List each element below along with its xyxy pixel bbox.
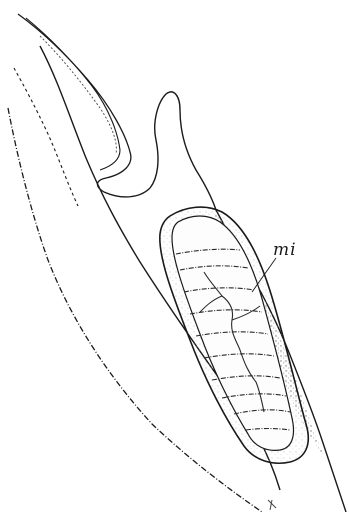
hooked-process: [150, 92, 216, 210]
stalk-inner: [26, 18, 120, 170]
label-mi: mi: [273, 240, 297, 260]
upper-dashed-line: [14, 68, 78, 206]
bottom-marks: [268, 500, 276, 510]
stalk-outer: [18, 14, 150, 197]
